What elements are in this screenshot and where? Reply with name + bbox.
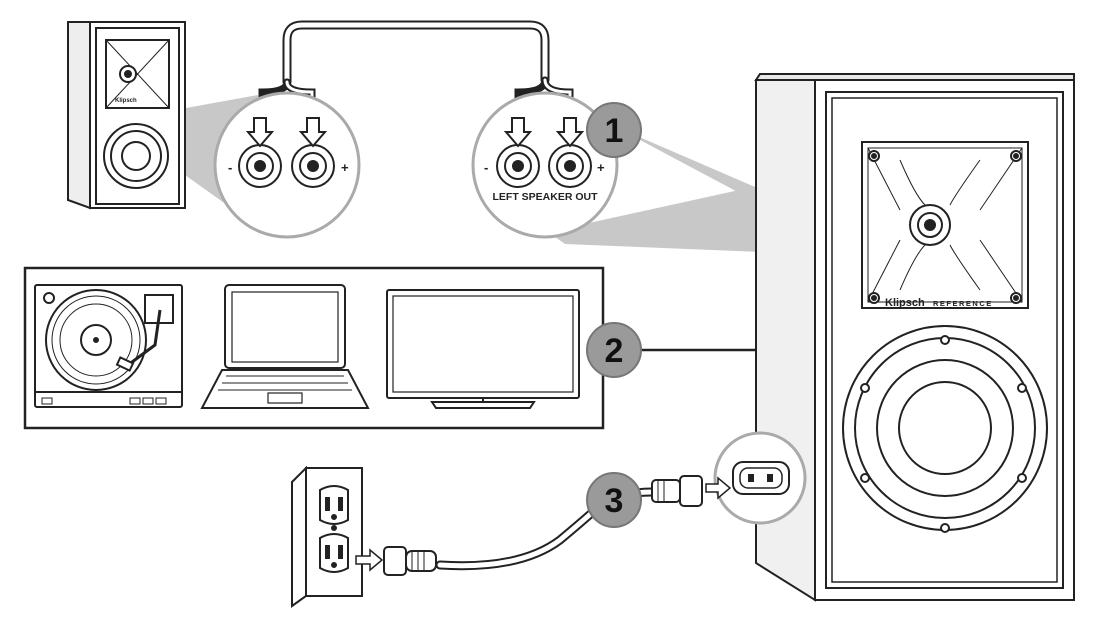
left-speaker-out-label: LEFT SPEAKER OUT <box>492 191 598 203</box>
small-speaker-brand: Klipsch <box>115 98 137 104</box>
left-speaker-out-positive-label: + <box>597 160 605 175</box>
small-speaker <box>67 21 186 210</box>
wall-plug-icon <box>355 546 437 576</box>
step-1-badge: 1 <box>586 102 642 158</box>
turntable-icon <box>34 284 183 408</box>
svg-text:2: 2 <box>605 332 624 370</box>
left-speaker-out-negative-label: - <box>484 160 488 175</box>
iec-plug-icon <box>651 475 703 507</box>
main-speaker-brand-line: REFERENCE <box>933 299 993 308</box>
tv-icon <box>386 289 580 409</box>
left-speaker-out-callout <box>471 91 619 239</box>
speaker-wire <box>258 20 574 119</box>
wall-outlet-icon <box>291 465 363 608</box>
small-speaker-positive-label: + <box>341 160 349 175</box>
step-2-badge: 2 <box>586 322 642 378</box>
power-inlet-callout <box>705 431 807 525</box>
main-speaker <box>754 73 1075 602</box>
small-speaker-terminals-callout <box>213 91 361 239</box>
small-speaker-negative-label: - <box>228 160 232 175</box>
main-speaker-brand: Klipsch <box>885 297 925 309</box>
svg-text:3: 3 <box>605 482 624 520</box>
step-3-badge: 3 <box>586 472 642 528</box>
right-speaker-wedge <box>548 185 762 252</box>
laptop-icon <box>200 284 370 409</box>
svg-text:1: 1 <box>605 112 624 150</box>
